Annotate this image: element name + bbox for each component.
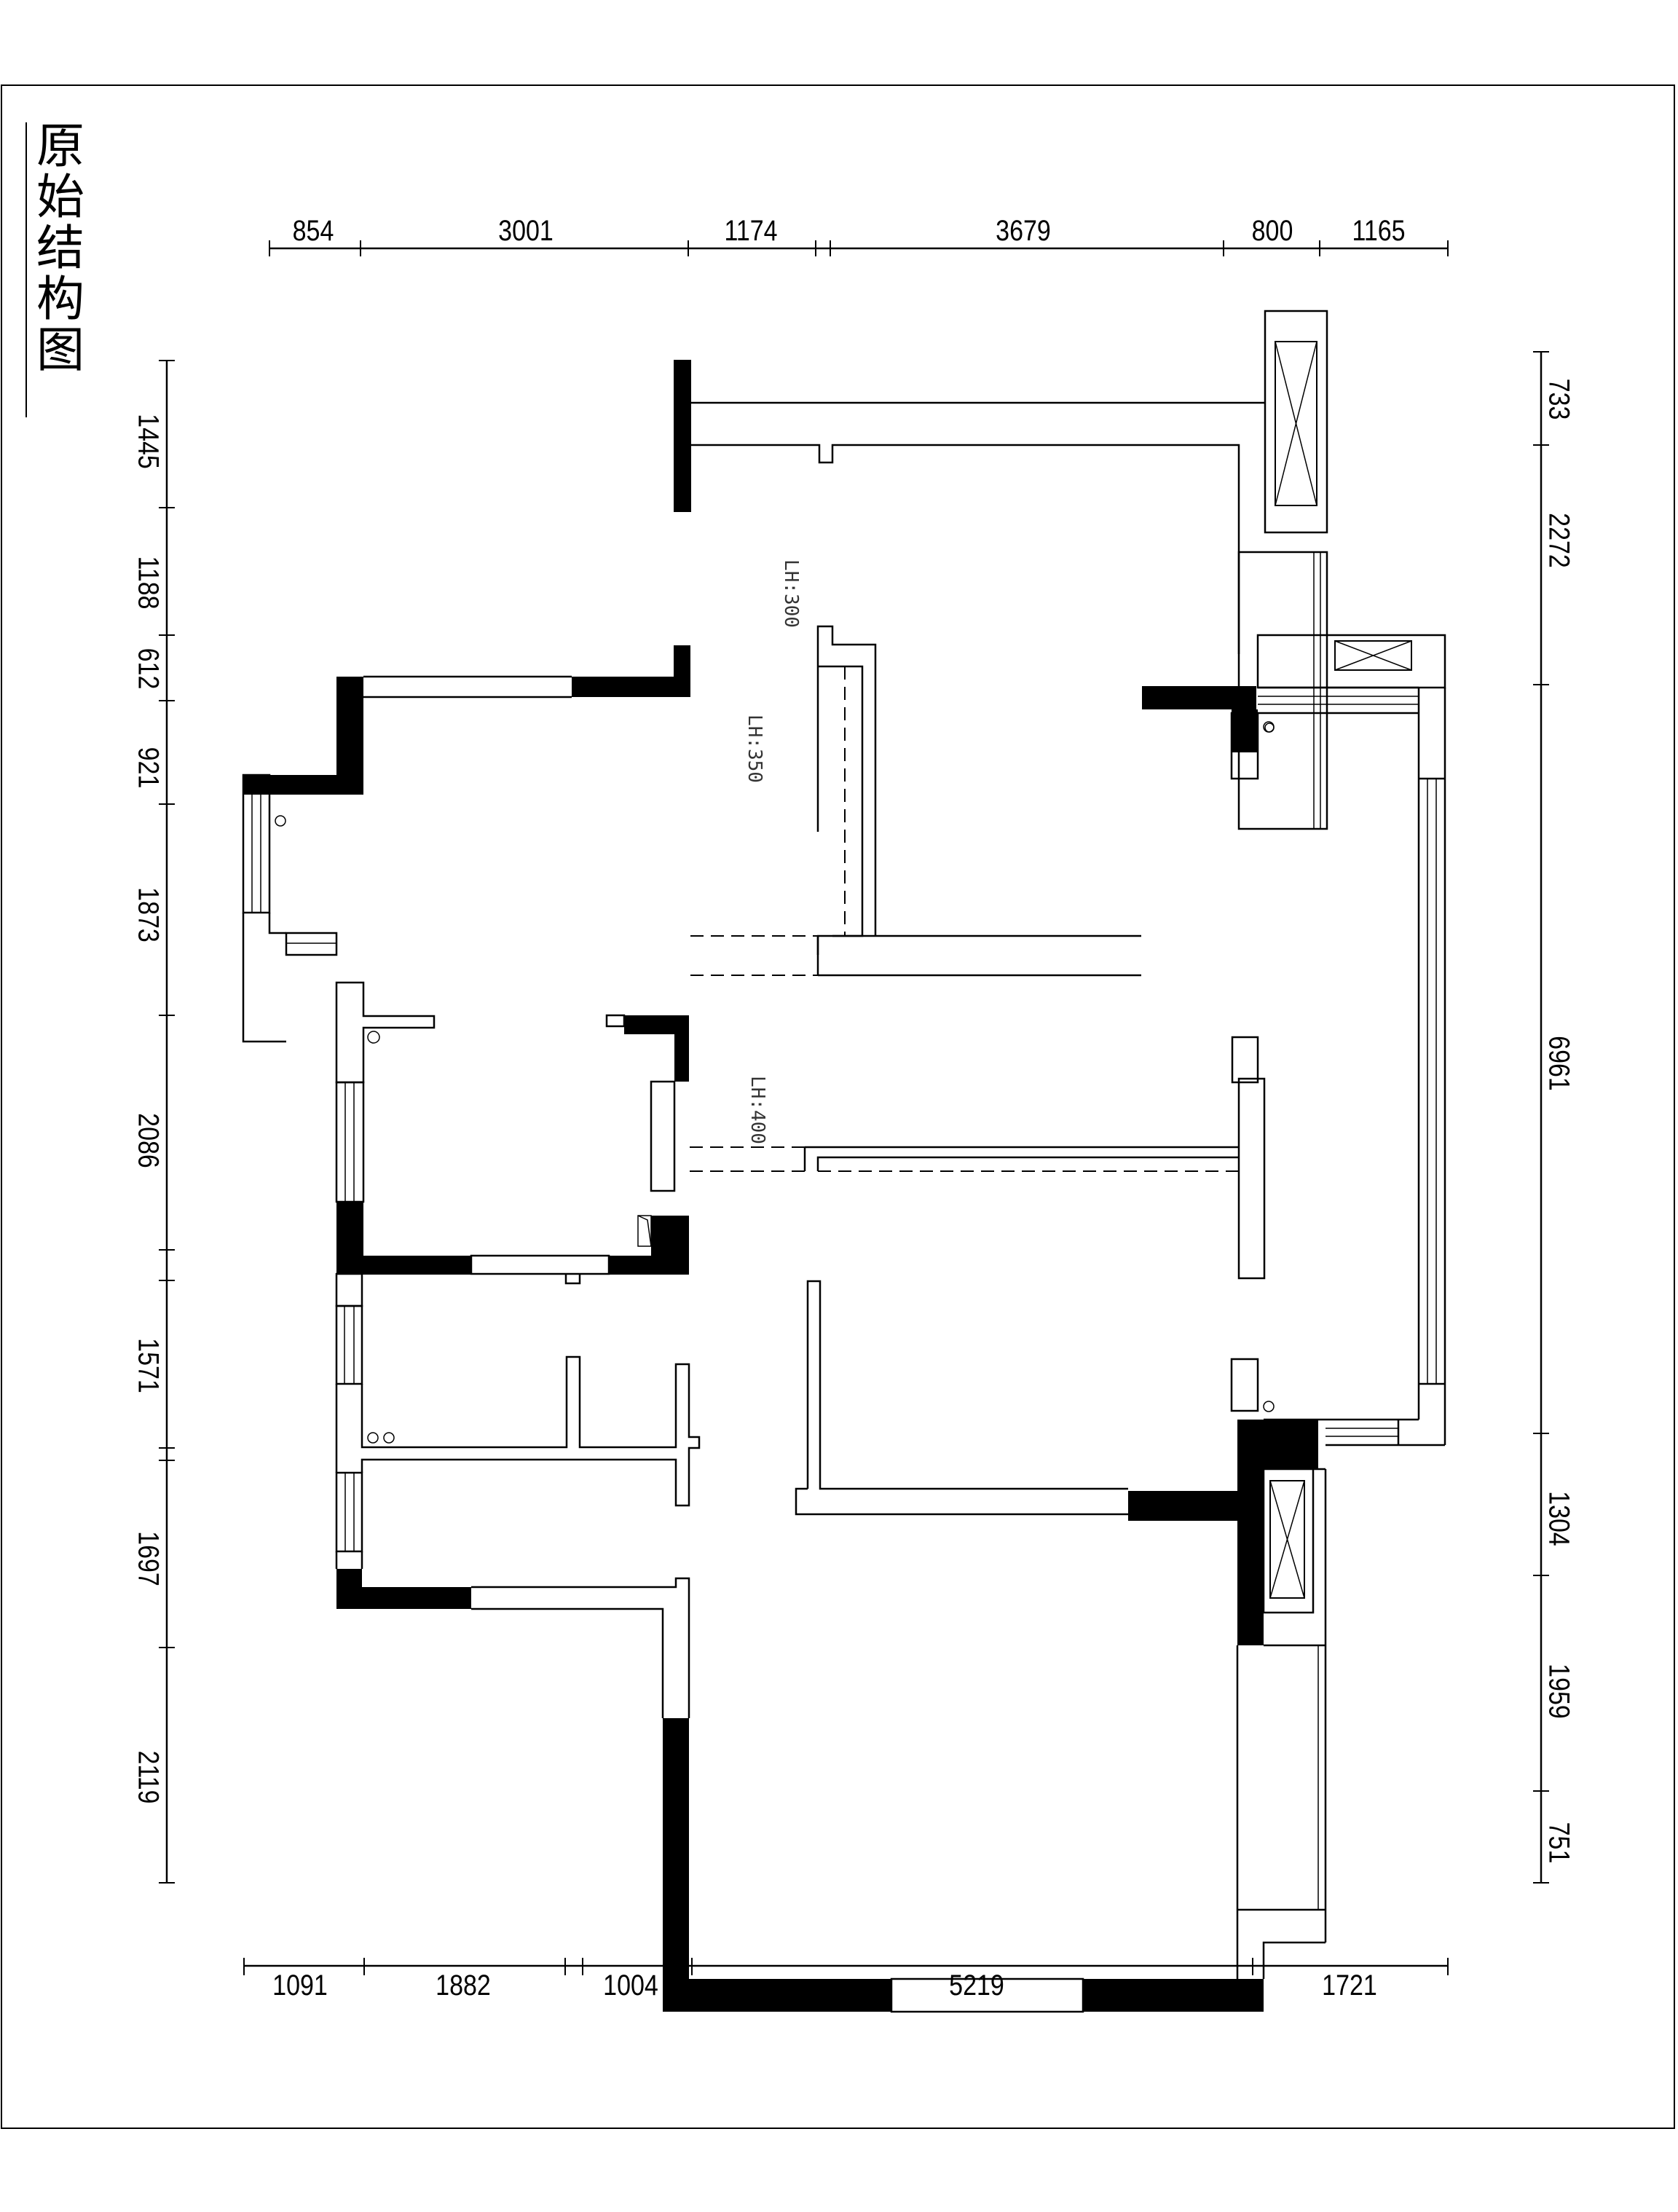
dimension-label: 1571 [132, 1338, 165, 1393]
dimension-label: 1188 [132, 556, 165, 610]
beam-height-note: LH:350 [744, 715, 765, 783]
dimension-label: 6961 [1543, 1036, 1575, 1091]
dimension-label: 1882 [436, 1969, 491, 2002]
dimension-label: 1091 [272, 1969, 328, 2002]
dimension-label: 800 [1251, 215, 1293, 247]
dimension-label: 1873 [132, 887, 165, 942]
dimension-label: 733 [1543, 378, 1575, 420]
dimension-label: 1165 [1352, 215, 1406, 247]
dimension-lines [159, 240, 1549, 1975]
dimension-label: 1174 [724, 215, 778, 247]
dimension-label: 2119 [132, 1750, 165, 1804]
dimension-label: 854 [292, 215, 334, 247]
beam-height-note: LH:300 [780, 559, 802, 628]
dimension-label: 1721 [1322, 1969, 1377, 2002]
dimension-label: 2086 [132, 1113, 165, 1168]
dimension-label: 3001 [498, 215, 554, 247]
dimension-label: 3679 [996, 215, 1051, 247]
dimension-label: 1004 [603, 1969, 658, 2002]
load-bearing-walls [243, 360, 1318, 2012]
dimension-label: 1959 [1543, 1664, 1575, 1719]
wall-outlines [242, 310, 1446, 2013]
drawing-title: 原始结构图 [28, 120, 84, 375]
dimension-label: 1697 [132, 1531, 165, 1586]
dimension-label: 1304 [1543, 1491, 1575, 1546]
dimension-label: 921 [132, 747, 165, 789]
dimension-label: 751 [1543, 1822, 1575, 1864]
title-underline [25, 122, 27, 417]
dimension-label: 1445 [132, 414, 165, 469]
dimension-label: 612 [132, 648, 165, 690]
drawing-frame [1, 84, 1675, 2129]
dimension-label: 2272 [1543, 513, 1575, 568]
dimension-label: 5219 [949, 1969, 1004, 2002]
beam-height-note: LH:400 [747, 1076, 768, 1144]
